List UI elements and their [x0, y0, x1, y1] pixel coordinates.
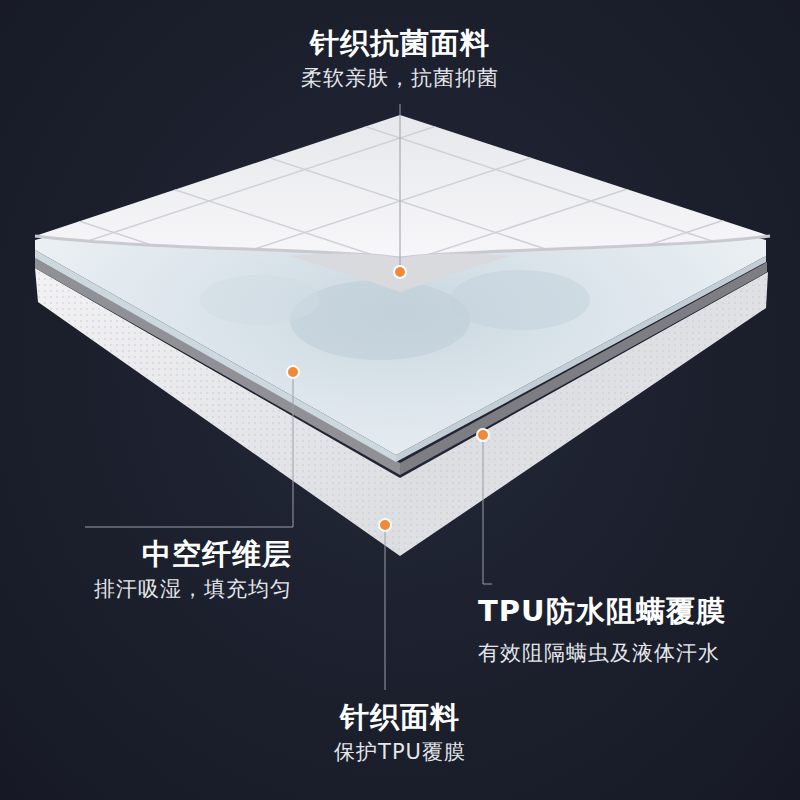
layer-description: 有效阻隔螨虫及液体汗水: [478, 641, 720, 666]
fiber-mottle: [290, 280, 470, 360]
leader-line: [85, 378, 293, 527]
layer-title: 中空纤维层: [142, 537, 292, 572]
fiber-mottle: [200, 275, 320, 325]
layer-title: 针织面料: [340, 700, 460, 735]
leader-lines: [85, 104, 492, 690]
callout-dot: [287, 366, 299, 378]
leader-line: [483, 441, 492, 584]
layer-description: 排汗吸湿，填充均匀: [94, 577, 292, 602]
leader-line: [385, 531, 386, 690]
callout-dot: [379, 519, 391, 531]
fiber-mottle: [450, 270, 590, 330]
layer-title: 针织抗菌面料: [310, 26, 490, 61]
layer-description: 保护TPU覆膜: [334, 740, 466, 765]
layer-description: 柔软亲肤，抗菌抑菌: [301, 66, 499, 91]
layer-title: TPU防水阻螨覆膜: [478, 594, 726, 629]
callout-dot: [477, 429, 489, 441]
leader-line: [400, 104, 401, 266]
quilt-edge: [35, 236, 770, 258]
callout-dot: [394, 266, 406, 278]
quilt-stitching: [0, 42, 800, 360]
callout-dots: [287, 266, 489, 531]
